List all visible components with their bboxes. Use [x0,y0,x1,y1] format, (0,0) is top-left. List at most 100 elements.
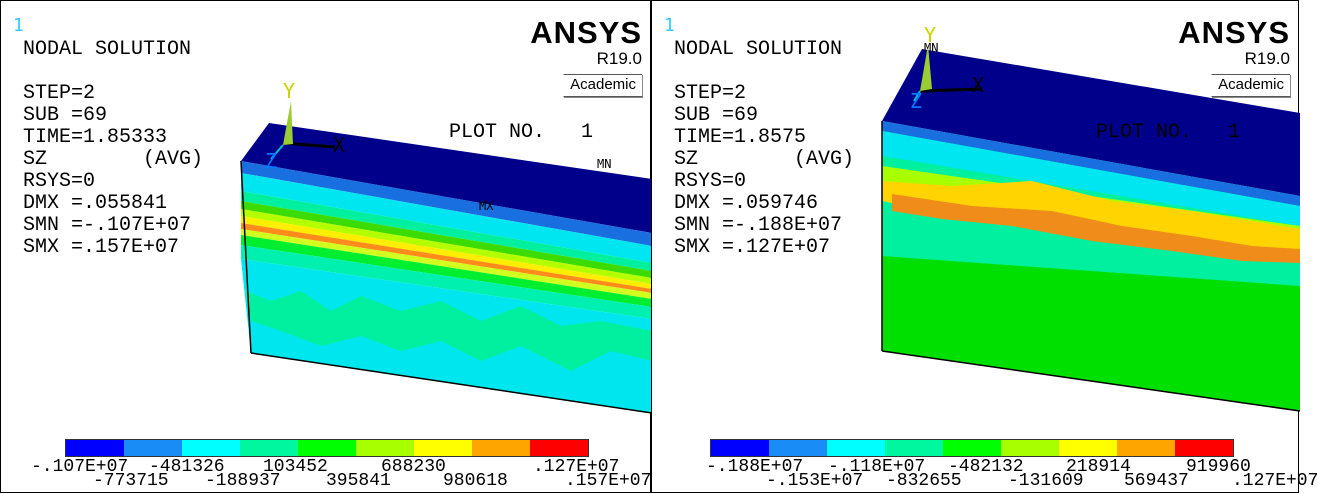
legend-label: -188937 [205,471,281,491]
info-line: NODAL SOLUTION [674,38,843,61]
info-line: STEP=2 [674,82,747,105]
band-3 [241,191,652,271]
triad-z-axis [913,90,921,102]
legend-swatch [1175,440,1233,456]
right-window-number: 1 [664,15,675,36]
info-line: SMX =.157E+07 [23,236,180,259]
left-window-number: 1 [13,15,24,36]
band-1 [241,161,652,246]
band-2 [241,173,652,263]
legend-swatch [943,440,1001,456]
right-contour-plot [881,45,1301,412]
legend-label: -.153E+07 [766,471,864,491]
info-line: TIME=1.8575 [674,126,807,149]
left-z-axis-label: Z [265,149,278,173]
legend-label: 980618 [443,471,508,491]
legend-swatch [414,440,472,456]
info-line [674,61,854,83]
info-line: NODAL SOLUTION [23,38,192,61]
legend-swatch [66,440,124,456]
info-line: SZ (AVG) [23,148,204,171]
rband-5 [892,194,1300,263]
left-mx-marker: MX [479,199,494,213]
version-label: R19.0 [596,49,642,68]
legend-label: 919960 [1186,457,1251,477]
band-wavy [246,291,652,371]
info-line: RSYS=0 [674,170,747,193]
info-line: SUB =69 [23,104,108,127]
legend-label: -.107E+07 [31,457,129,477]
redge-bottom [881,350,1301,412]
left-plot-number: PLOT NO. 1 [449,121,594,144]
right-z-axis-label: Z [910,89,923,113]
info-line: SMN =-.188E+07 [674,214,843,237]
legend-swatch [530,440,588,456]
legend-swatch [298,440,356,456]
legend-swatch [1117,440,1175,456]
right-info-block: NODAL SOLUTION STEP=2 SUB =69 TIME=1.857… [674,39,854,259]
band-7 [241,223,652,293]
legend-swatch [472,440,530,456]
legend-swatch [769,440,827,456]
band-4 [241,201,652,278]
rband-1 [882,121,1300,206]
ansys-logo: ANSYS [1178,15,1290,50]
version-label: R19.0 [1244,49,1290,68]
legend-swatch [1001,440,1059,456]
triad-y-axis [283,101,293,145]
legend-label: .127E+07 [533,457,620,477]
info-line: DMX =.059746 [674,192,819,215]
left-info-block: NODAL SOLUTION STEP=2 SUB =69 TIME=1.853… [23,39,203,259]
info-line: STEP=2 [23,82,96,105]
legend-label: -773715 [93,471,169,491]
legend-label: 218914 [1066,457,1131,477]
legend-swatch [356,440,414,456]
legend-label: -832655 [886,471,962,491]
band-6 [241,216,652,289]
left-top-face [241,123,652,233]
legend-swatch [124,440,182,456]
info-line: SUB =69 [674,104,759,127]
info-line: SMX =.127E+07 [674,236,831,259]
right-viewport[interactable]: Y X Z MN 1 NODAL SOLUTION STEP=2 SUB =69… [651,0,1318,493]
legend-label: .127E+07 [1232,471,1318,491]
legend-label: 688230 [381,457,446,477]
legend-swatch [182,440,240,456]
legend-label: -.118E+07 [828,457,926,477]
left-y-axis-label: Y [283,79,296,103]
legend-label: 569437 [1124,471,1189,491]
triad-z-axis [270,144,284,160]
band-10 [241,245,652,319]
legend-label: -.188E+07 [706,457,804,477]
info-line: RSYS=0 [23,170,96,193]
legend-label: -482132 [948,457,1024,477]
right-legend-bar [710,439,1234,457]
legend-swatch [885,440,943,456]
legend-label: 103452 [263,457,328,477]
right-x-axis-label: X [972,73,985,97]
info-line: DMX =.055841 [23,192,168,215]
band-8 [241,229,652,299]
edge-bottom [250,352,653,414]
legend-swatch [711,440,769,456]
band-9 [241,235,652,307]
edge-left [240,160,252,354]
right-brand: ANSYS R19.0 Academic [1178,17,1290,97]
left-viewport[interactable]: Y X Z MN MX 1 NODAL SOLUTION STEP=2 SUB … [0,0,653,493]
right-plot-number: PLOT NO. 1 [1096,121,1241,144]
ansys-logo: ANSYS [530,15,642,50]
academic-badge: Academic [1211,74,1290,97]
left-brand: ANSYS R19.0 Academic [530,17,642,97]
triad-y-axis [920,45,932,91]
legend-label: .157E+07 [565,471,652,491]
right-mn-marker: MN [924,41,939,55]
legend-label: -481326 [149,457,225,477]
legend-swatch [827,440,885,456]
academic-badge: Academic [563,74,642,97]
legend-label: -131609 [1008,471,1084,491]
info-line [23,61,203,83]
legend-label: 395841 [326,471,391,491]
info-line: TIME=1.85333 [23,126,168,149]
info-line: SZ (AVG) [674,148,855,171]
band-5 [241,209,652,284]
